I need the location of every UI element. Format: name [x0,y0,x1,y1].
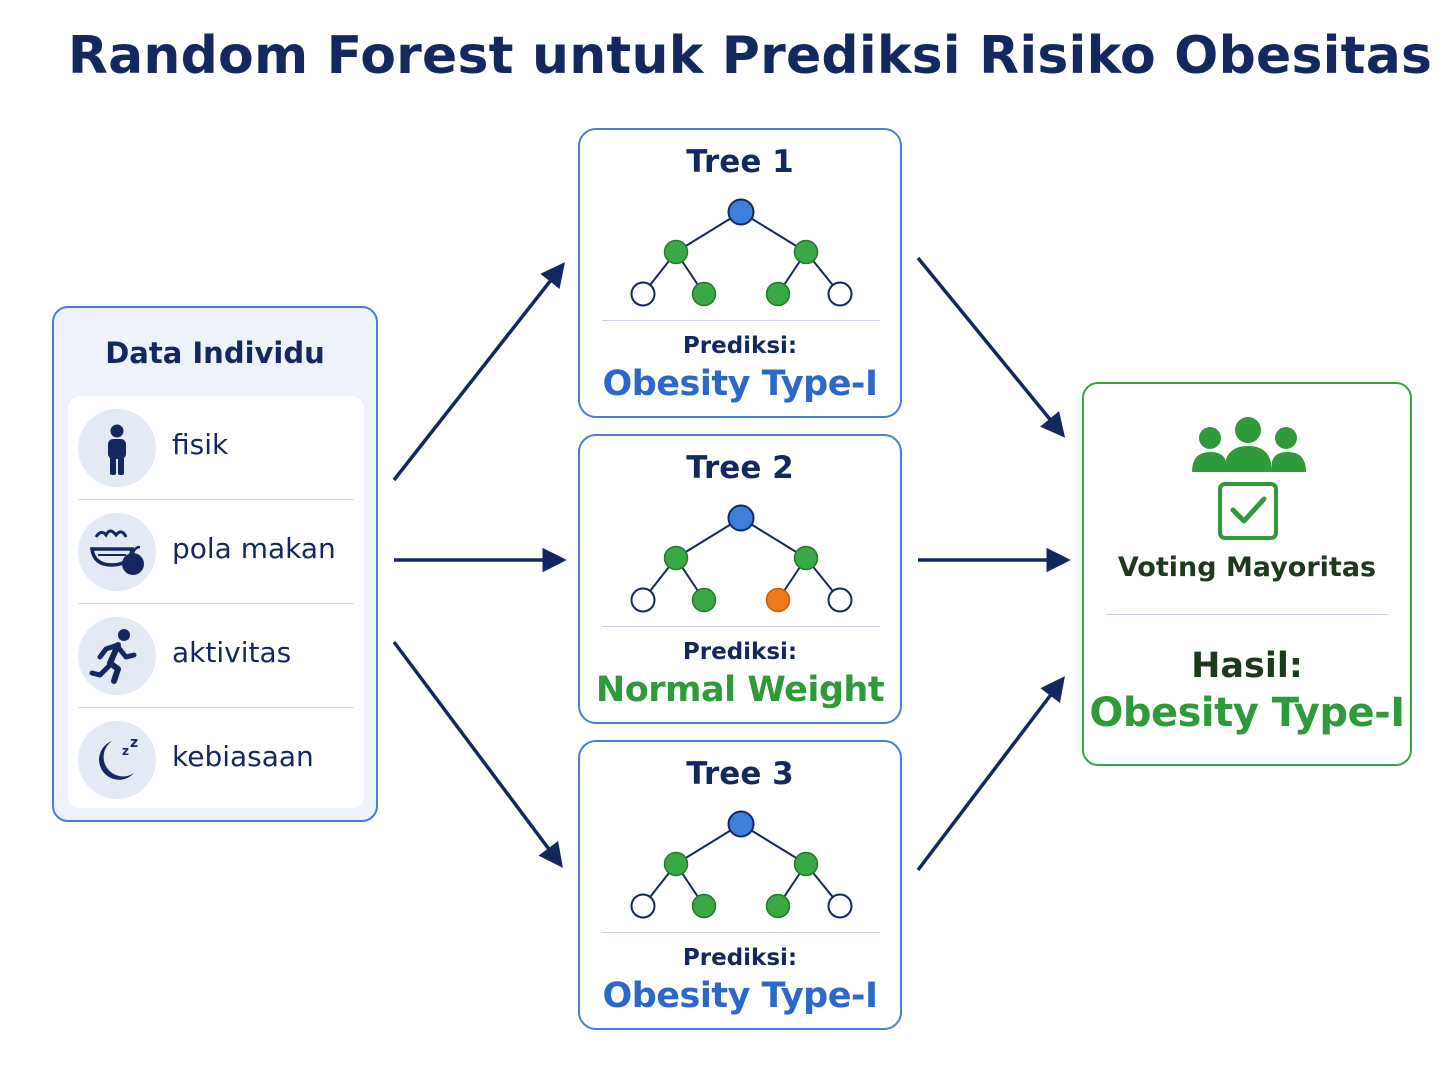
food-bowl-icon [78,513,156,591]
data-item-kebiasaan: z z kebiasaan [78,708,354,812]
data-panel-title: Data Individu [105,336,325,370]
arrow-tree3-to-result [916,676,1065,872]
data-item-label: kebiasaan [172,740,314,773]
data-item-fisik: fisik [78,396,354,500]
voting-group-icon [1192,417,1306,540]
decision-tree-icon [630,504,853,613]
hasil-value: Obesity Type-I [1089,690,1405,736]
checkbox-icon [1218,482,1278,540]
prediction-label: Prediksi: [682,333,798,359]
moon-sleep-icon: z z [78,721,156,799]
prediction-value: Normal Weight [595,670,885,710]
tree-title: Tree 1 [686,144,794,180]
tree-card-2: Tree 2 Prediksi: Normal Weight [578,434,902,724]
hasil-label: Hasil: [1191,646,1303,686]
voting-label: Voting Mayoritas [1117,552,1377,583]
tree-card-1: Tree 1 Prediksi: Obesity Type-I [578,128,902,418]
svg-text:z: z [130,735,138,751]
arrow-data-to-tree3 [392,640,563,868]
data-item-pola-makan: pola makan [78,500,354,604]
tree-title: Tree 3 [686,756,794,792]
tree-title: Tree 2 [686,450,794,486]
tree-divider [602,932,880,933]
data-item-list: fisik pola makan [68,396,364,808]
tree-card-3: Tree 3 Prediksi: Obesity Type-I [578,740,902,1030]
tree-divider [602,320,880,321]
running-icon [78,617,156,695]
data-item-aktivitas: aktivitas [78,604,354,708]
data-individu-panel: Data Individu fisik [52,306,378,822]
decision-tree-icon [630,198,853,307]
decision-tree-icon [630,810,853,919]
svg-text:z: z [122,744,129,758]
result-panel: Voting Mayoritas Hasil: Obesity Type-I [1082,382,1412,766]
prediction-label: Prediksi: [682,945,798,971]
result-divider [1106,614,1388,615]
tree-divider [602,626,880,627]
person-icon [78,409,156,487]
data-item-label: pola makan [172,532,336,565]
page-title: Random Forest untuk Prediksi Risiko Obes… [67,26,1433,86]
arrow-tree1-to-result [916,256,1066,438]
prediction-label: Prediksi: [682,639,798,665]
data-item-label: aktivitas [172,636,292,669]
data-item-label: fisik [172,428,229,461]
arrow-data-to-tree1 [392,262,566,482]
prediction-value: Obesity Type-I [602,364,878,404]
prediction-value: Obesity Type-I [602,976,878,1016]
